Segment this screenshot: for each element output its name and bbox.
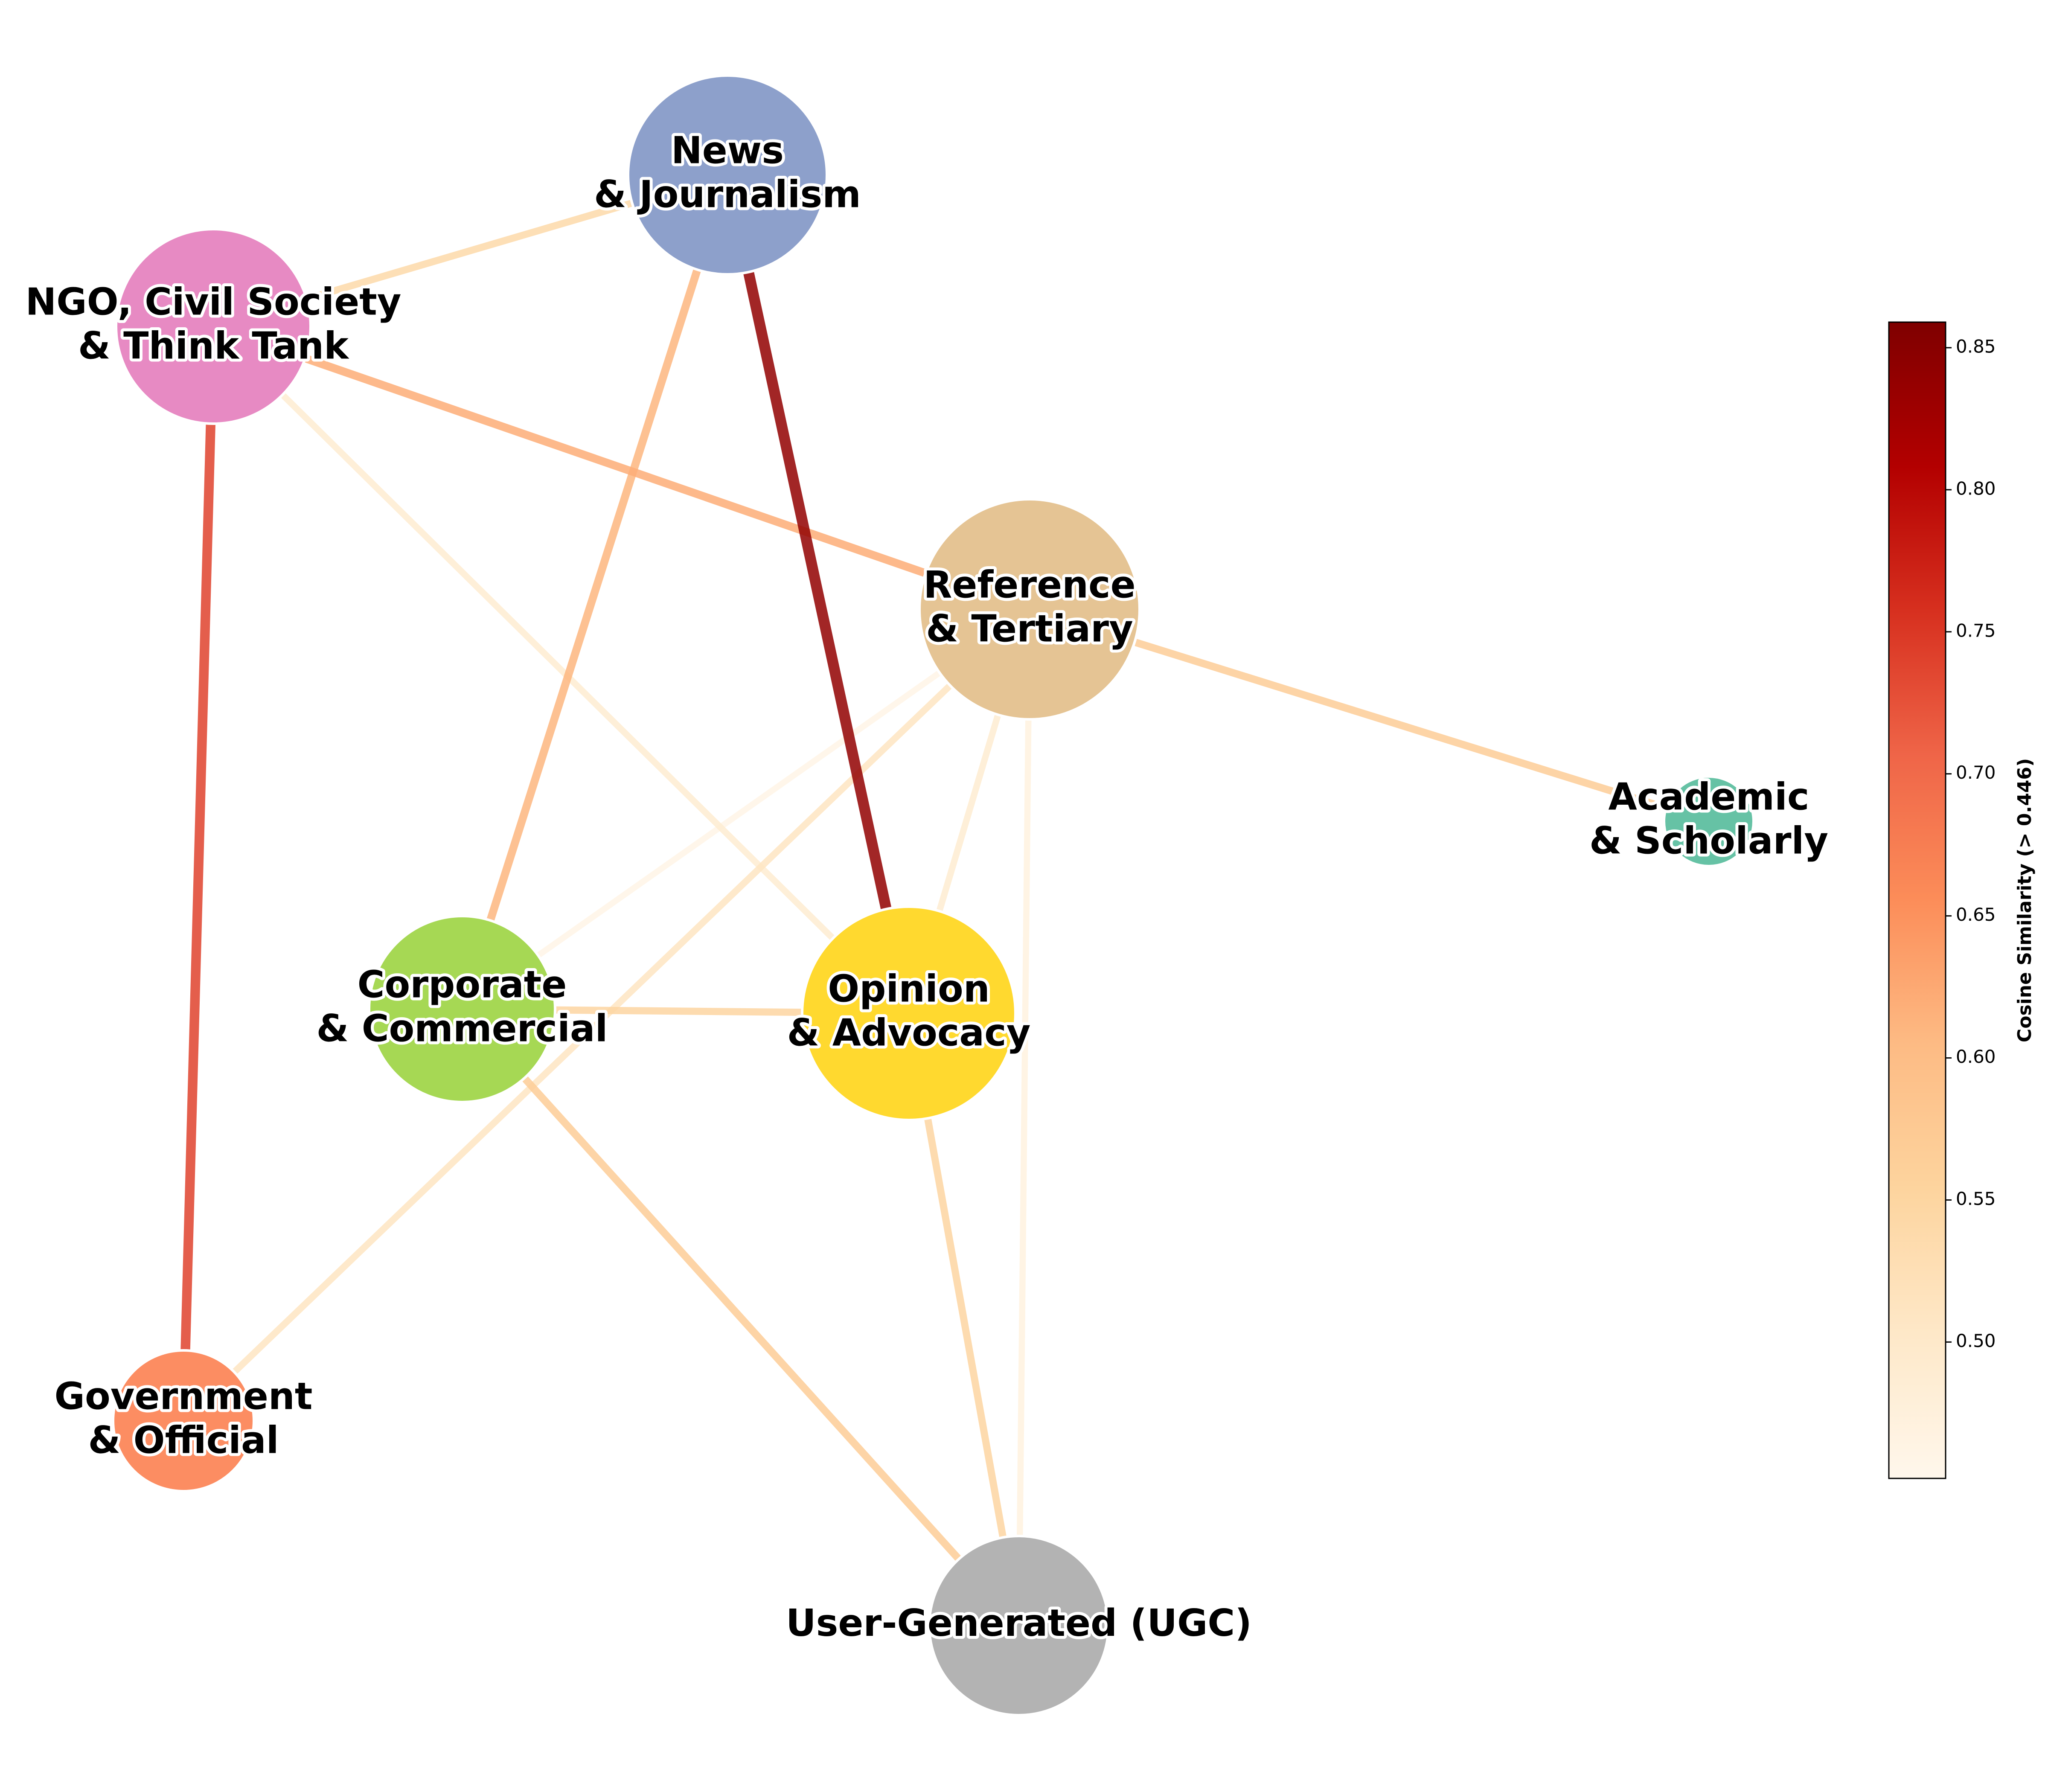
node-label-line: & Journalism [594, 172, 861, 216]
edge-reference-academic [1028, 605, 1710, 825]
colorbar-tick-label: 0.60 [1956, 1046, 1996, 1067]
node-label-line: & Scholarly [1589, 819, 1828, 862]
node-ngo [115, 228, 312, 425]
node-label-line: & Official [88, 1418, 279, 1462]
node-label-line: & Tertiary [926, 607, 1133, 650]
edge-news-corporate [458, 174, 731, 1010]
colorbar-gradient [1888, 321, 1946, 1479]
node-label-line: User-Generated (UGC) [786, 1601, 1252, 1645]
colorbar-tick-label: 0.85 [1956, 336, 1996, 357]
nodes-layer [112, 74, 1755, 1716]
node-label-government: Government& Official [55, 1374, 313, 1462]
node-reference [918, 498, 1141, 721]
colorbar-tick-label: 0.65 [1956, 904, 1996, 925]
node-label-opinion: Opinion& Advocacy [787, 967, 1031, 1054]
node-label-line: & Think Tank [78, 324, 349, 367]
node-opinion [801, 905, 1017, 1121]
node-label-corporate: Corporate& Commercial [317, 963, 608, 1050]
node-label-line: Academic [1609, 775, 1809, 818]
colorbar-ticks: 0.50 0.55 0.60 0.65 0.70 0.75 0.80 0.85 [1946, 336, 1996, 1351]
node-label-academic: Academic& Scholarly [1589, 775, 1828, 862]
colorbar: 0.50 0.55 0.60 0.65 0.70 0.75 0.80 0.85 Cosine … [1888, 321, 2036, 1479]
node-label-line: News [671, 128, 784, 172]
node-government [112, 1349, 255, 1492]
colorbar-tick-label: 0.80 [1956, 478, 1996, 499]
colorbar-tick-label: 0.70 [1956, 762, 1996, 783]
edge-reference-ugc [1015, 609, 1033, 1626]
edge-reference-corporate [460, 607, 1032, 1012]
edge-news-opinion [722, 174, 914, 1015]
node-news [627, 74, 828, 276]
node-label-line: NGO, Civil Society [25, 280, 401, 323]
node-label-line: Opinion [828, 967, 990, 1010]
node-label-line: Reference [923, 563, 1135, 606]
node-label-line: & Advocacy [787, 1011, 1031, 1054]
node-label-news: News& Journalism [594, 128, 861, 216]
node-label-ngo: NGO, Civil Society& Think Tank [25, 280, 401, 367]
node-corporate [368, 915, 556, 1103]
edge-reference-government [181, 607, 1032, 1423]
node-academic [1663, 775, 1755, 867]
edge-ngo-reference [212, 323, 1031, 613]
colorbar-tick-label: 0.50 [1956, 1330, 1996, 1351]
colorbar-title: Cosine Similarity (> 0.446) [2014, 758, 2036, 1042]
edge-ngo-opinion [211, 324, 911, 1016]
node-label-line: Government [55, 1374, 313, 1418]
edge-corporate-ugc [459, 1007, 1022, 1628]
colorbar-tick-label: 0.55 [1956, 1188, 1996, 1209]
node-label-reference: Reference& Tertiary [923, 563, 1135, 650]
node-label-line: & Commercial [317, 1007, 608, 1050]
edge-ngo-government [178, 326, 218, 1421]
node-label-ugc: User-Generated (UGC) [786, 1601, 1252, 1645]
colorbar-tick-label: 0.75 [1956, 620, 1996, 641]
node-ugc [928, 1535, 1110, 1716]
edges-layer [178, 172, 1710, 1628]
node-label-line: Corporate [358, 963, 567, 1006]
